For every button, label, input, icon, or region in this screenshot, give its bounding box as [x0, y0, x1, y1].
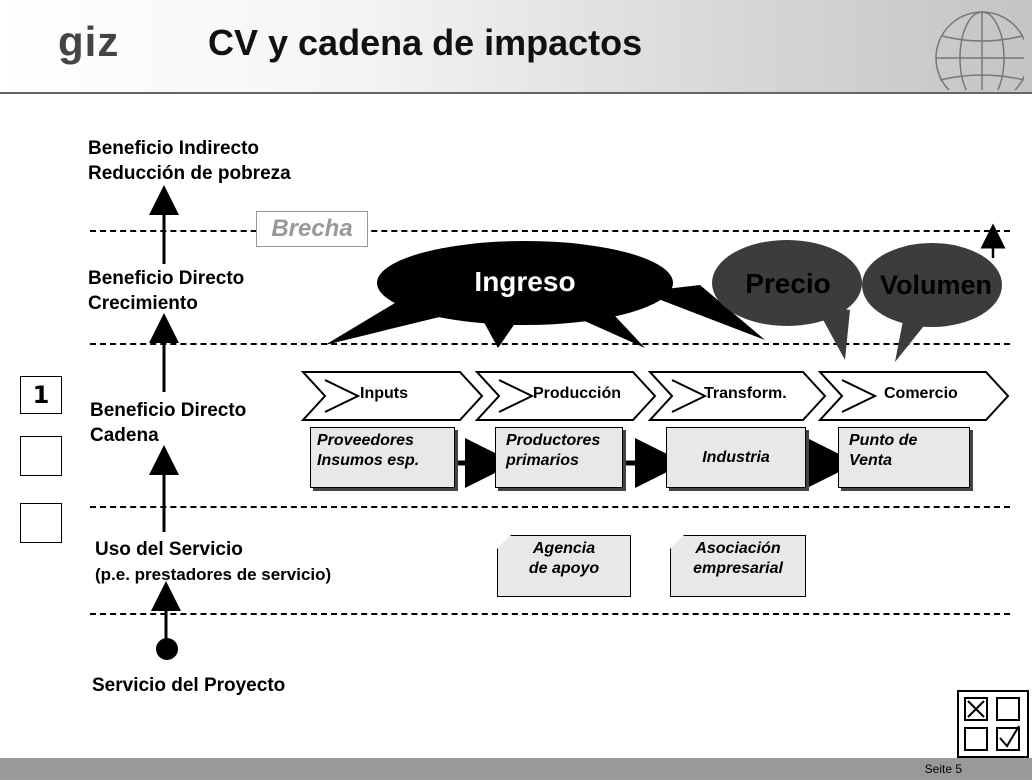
- support-agency: Agencia de apoyo: [497, 535, 631, 597]
- level-title: Beneficio Directo: [88, 268, 245, 289]
- support-line: Asociación: [695, 540, 781, 557]
- level-subtitle: Crecimiento: [88, 293, 198, 314]
- level-direct-growth: Beneficio Directo Crecimiento: [88, 266, 244, 316]
- divider-line: [90, 343, 1010, 345]
- level-indirect: Beneficio Indirecto Reducción de pobreza: [88, 136, 291, 186]
- support-line: Agencia: [532, 540, 596, 557]
- income-label: Ingreso: [474, 266, 576, 297]
- gap-label: Brecha: [256, 211, 368, 247]
- support-association: Asociación empresarial: [670, 535, 806, 597]
- level-subtitle: (p.e. prestadores de servicio): [95, 565, 332, 584]
- income-bubble: [325, 241, 765, 348]
- stage-label: Transform.: [704, 385, 787, 402]
- actor-industry: Industria: [666, 427, 806, 488]
- page-title: CV y cadena de impactos: [208, 22, 643, 63]
- level-project-service: Servicio del Proyecto: [92, 675, 286, 696]
- support-line: de apoyo: [528, 560, 600, 577]
- volume-label: Volumen: [879, 270, 992, 300]
- actor-line: Proveedores: [317, 432, 414, 449]
- chevron-comercio: [817, 371, 1010, 421]
- divider-line: [90, 230, 1010, 232]
- chevron-inputs: [300, 371, 484, 421]
- footer-bar: [0, 758, 1032, 780]
- empty-step-box: [20, 503, 62, 543]
- page-number: Seite 5: [924, 762, 962, 776]
- giz-logo: giz: [58, 18, 120, 65]
- divider-line: [90, 506, 1010, 508]
- empty-step-box: [20, 436, 62, 476]
- actor-suppliers: Proveedores Insumos esp.: [310, 427, 455, 488]
- chevron-produccion: [474, 371, 657, 421]
- level-title: Uso del Servicio: [95, 539, 243, 560]
- price-label: Precio: [745, 268, 831, 299]
- start-dot: [156, 638, 178, 660]
- level-subtitle: Cadena: [90, 425, 159, 446]
- level-title: Beneficio Directo: [90, 400, 247, 421]
- level-direct-chain: Beneficio Directo Cadena: [90, 398, 246, 448]
- header-bar: [0, 0, 1032, 94]
- step-number-box: 1: [20, 376, 62, 414]
- actor-point-of-sale: Punto de Venta: [838, 427, 970, 488]
- stage-label: Inputs: [360, 385, 408, 402]
- divider-line: [90, 613, 1010, 615]
- actor-producers: Productores primarios: [495, 427, 623, 488]
- level-subtitle: Reducción de pobreza: [88, 163, 291, 184]
- volume-bubble: [862, 243, 1002, 362]
- level-service-use: Uso del Servicio (p.e. prestadores de se…: [95, 537, 331, 587]
- actor-line: Insumos esp.: [317, 452, 420, 469]
- globe-icon: [935, 11, 1024, 90]
- checklist-icon: [957, 690, 1029, 758]
- chevron-transform: [647, 371, 827, 421]
- level-title: Beneficio Indirecto: [88, 138, 260, 159]
- price-bubble: [712, 240, 862, 360]
- support-line: empresarial: [693, 560, 783, 577]
- actor-line: Productores: [506, 432, 601, 449]
- actor-line: Venta: [849, 452, 892, 469]
- stage-label: Producción: [533, 385, 622, 402]
- actor-line: Punto de: [849, 432, 918, 449]
- stage-label: Comercio: [884, 385, 958, 402]
- actor-line: primarios: [506, 452, 579, 469]
